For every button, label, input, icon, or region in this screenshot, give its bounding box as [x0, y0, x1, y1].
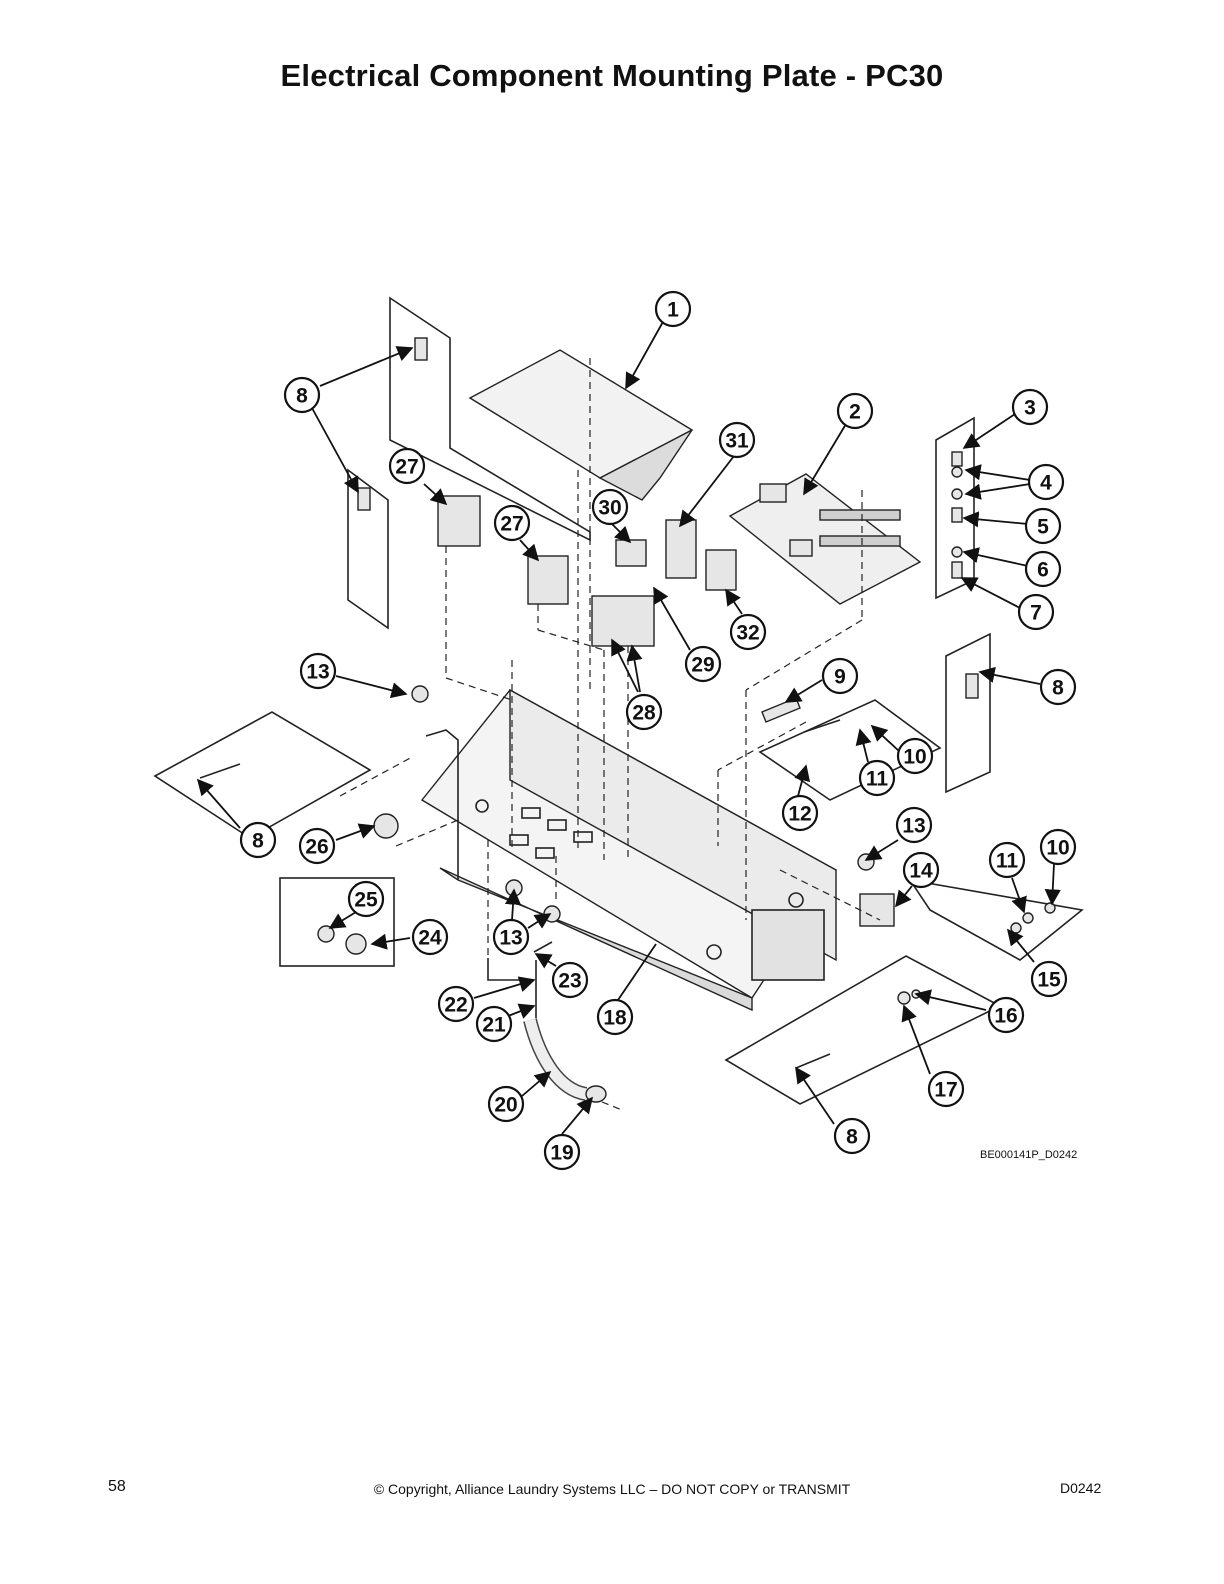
copyright-notice: © Copyright, Alliance Laundry Systems LL…: [373, 1481, 851, 1497]
control-board: [728, 473, 922, 605]
callout-2: 2: [836, 392, 874, 430]
callout-20: 20: [487, 1085, 525, 1123]
svg-text:25: 25: [354, 889, 378, 912]
svg-text:20: 20: [494, 1094, 517, 1117]
callout-27: 27: [388, 447, 426, 485]
figure-reference: BE000141P_D0242: [980, 1149, 1078, 1161]
svg-text:8: 8: [1052, 677, 1064, 700]
callout-13: 13: [895, 806, 933, 844]
callout-12: 12: [781, 794, 819, 832]
callout-8: 8: [283, 376, 321, 414]
hose-assembly: [487, 941, 607, 1103]
svg-text:14: 14: [909, 860, 933, 883]
svg-text:13: 13: [306, 661, 329, 684]
callout-15: 15: [1030, 960, 1068, 998]
callout-23: 23: [551, 961, 589, 999]
callout-22: 22: [437, 985, 475, 1023]
svg-text:8: 8: [252, 830, 264, 853]
callout-7: 7: [1017, 593, 1055, 631]
svg-text:8: 8: [846, 1126, 858, 1149]
svg-text:27: 27: [500, 513, 523, 536]
assembly-guide-lines: [339, 358, 881, 1111]
svg-text:32: 32: [736, 622, 759, 645]
callout-13: 13: [492, 918, 530, 956]
callout-11: 11: [988, 841, 1026, 879]
svg-text:10: 10: [903, 746, 926, 769]
callout-10: 10: [1039, 828, 1077, 866]
svg-text:7: 7: [1030, 602, 1042, 625]
svg-text:16: 16: [994, 1005, 1017, 1028]
callout-31: 31: [718, 421, 756, 459]
svg-text:19: 19: [550, 1142, 573, 1165]
callout-14: 14: [902, 851, 940, 889]
svg-text:13: 13: [499, 927, 522, 950]
callout-27: 27: [493, 504, 531, 542]
callout-25: 25: [347, 880, 385, 918]
svg-text:29: 29: [691, 654, 714, 677]
svg-text:4: 4: [1040, 472, 1052, 495]
svg-text:12: 12: [788, 803, 811, 826]
svg-text:6: 6: [1037, 559, 1049, 582]
svg-text:11: 11: [866, 768, 889, 791]
callout-30: 30: [591, 488, 629, 526]
svg-text:31: 31: [725, 430, 749, 453]
svg-text:8: 8: [296, 385, 308, 408]
document-code: D0242: [1060, 1480, 1102, 1496]
callout-26: 26: [298, 827, 336, 865]
svg-text:21: 21: [482, 1014, 506, 1037]
svg-text:23: 23: [558, 970, 581, 993]
callout-21: 21: [475, 1005, 513, 1043]
svg-text:24: 24: [418, 927, 442, 950]
callout-13: 13: [299, 652, 337, 690]
svg-text:17: 17: [934, 1079, 957, 1102]
svg-text:1: 1: [667, 299, 679, 322]
callout-6: 6: [1024, 550, 1062, 588]
svg-text:28: 28: [632, 702, 656, 725]
callout-32: 32: [729, 613, 767, 651]
svg-text:9: 9: [834, 666, 846, 689]
callout-19: 19: [543, 1133, 581, 1171]
mounting-plate: [420, 688, 837, 1012]
callout-4: 4: [1027, 463, 1065, 501]
svg-text:13: 13: [902, 815, 925, 838]
contactors: [437, 495, 737, 647]
cover-plate: [468, 349, 694, 501]
callouts: 1 2 3 4 5 6 7 8 8 8 8 8 9 10 10 11 11 12…: [239, 290, 1077, 1171]
callout-24: 24: [411, 918, 449, 956]
callout-1: 1: [654, 290, 692, 328]
callout-8: 8: [1039, 668, 1077, 706]
svg-text:26: 26: [305, 836, 328, 859]
callout-9: 9: [821, 657, 859, 695]
svg-text:27: 27: [395, 456, 418, 479]
page-title: Electrical Component Mounting Plate - PC…: [280, 58, 944, 93]
svg-text:18: 18: [603, 1007, 627, 1030]
svg-text:2: 2: [849, 401, 861, 424]
leader-lines: [196, 319, 1061, 1135]
callout-5: 5: [1024, 507, 1062, 545]
callout-17: 17: [927, 1070, 965, 1108]
callout-8: 8: [833, 1117, 871, 1155]
svg-text:3: 3: [1024, 397, 1036, 420]
svg-text:5: 5: [1037, 516, 1049, 539]
callout-29: 29: [684, 645, 722, 683]
page-number: 58: [108, 1478, 126, 1495]
callout-28: 28: [625, 693, 663, 731]
svg-text:15: 15: [1037, 969, 1061, 992]
callout-8: 8: [239, 821, 277, 859]
callout-3: 3: [1011, 388, 1049, 426]
callout-10: 10: [896, 737, 934, 775]
callout-18: 18: [596, 998, 634, 1036]
callout-11: 11: [858, 759, 896, 797]
svg-text:22: 22: [444, 994, 467, 1017]
svg-text:11: 11: [996, 850, 1019, 873]
callout-16: 16: [987, 996, 1025, 1034]
svg-text:30: 30: [598, 497, 621, 520]
svg-text:10: 10: [1046, 837, 1069, 860]
